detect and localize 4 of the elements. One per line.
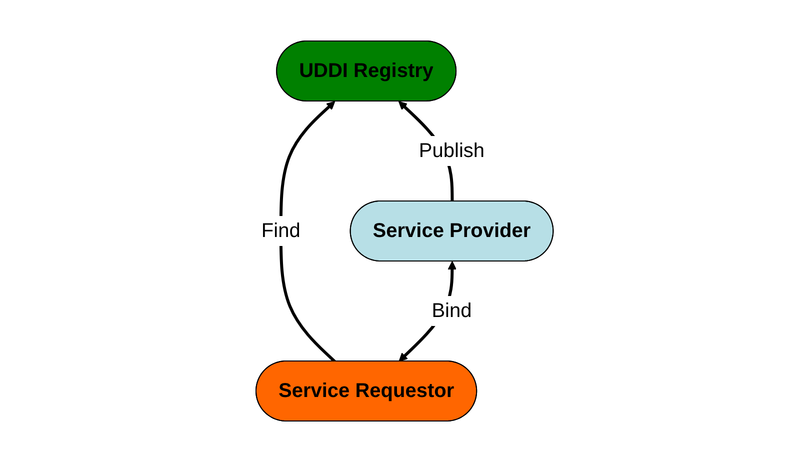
arrow bbox=[279, 100, 336, 362]
edge-label: Publish bbox=[418, 139, 484, 162]
edge-label: Bind bbox=[432, 299, 472, 322]
edge-label: Find bbox=[261, 219, 300, 242]
